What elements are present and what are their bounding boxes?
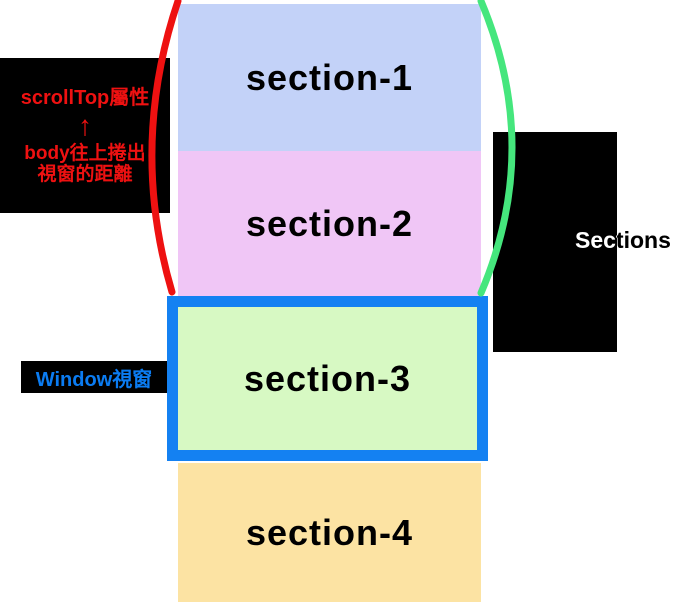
window-viewport-label-box: Window視窗 bbox=[21, 361, 167, 393]
section-3-block-window-viewport: section-3 bbox=[167, 296, 488, 461]
scrolltop-callout-title: scrollTop屬性 bbox=[20, 86, 150, 109]
section-4-block: section-4 bbox=[178, 463, 481, 602]
scrolltop-callout: scrollTop屬性 ↑ body往上捲出 視窗的距離 bbox=[0, 58, 170, 213]
sections-label: Sections bbox=[575, 227, 671, 253]
scrolltop-callout-line2: body往上捲出 bbox=[24, 142, 146, 164]
section-2-label: section-2 bbox=[245, 203, 414, 244]
section-1-label: section-1 bbox=[245, 56, 414, 98]
scrolltop-callout-line3: 視窗的距離 bbox=[37, 163, 133, 185]
window-viewport-label: Window視窗 bbox=[35, 368, 153, 391]
section-1-block: section-1 bbox=[178, 4, 481, 151]
section-3-label: section-3 bbox=[243, 357, 412, 399]
up-arrow-icon: ↑ bbox=[78, 109, 92, 141]
section-4-label: section-4 bbox=[245, 511, 414, 553]
section-2-block: section-2 bbox=[178, 151, 481, 297]
